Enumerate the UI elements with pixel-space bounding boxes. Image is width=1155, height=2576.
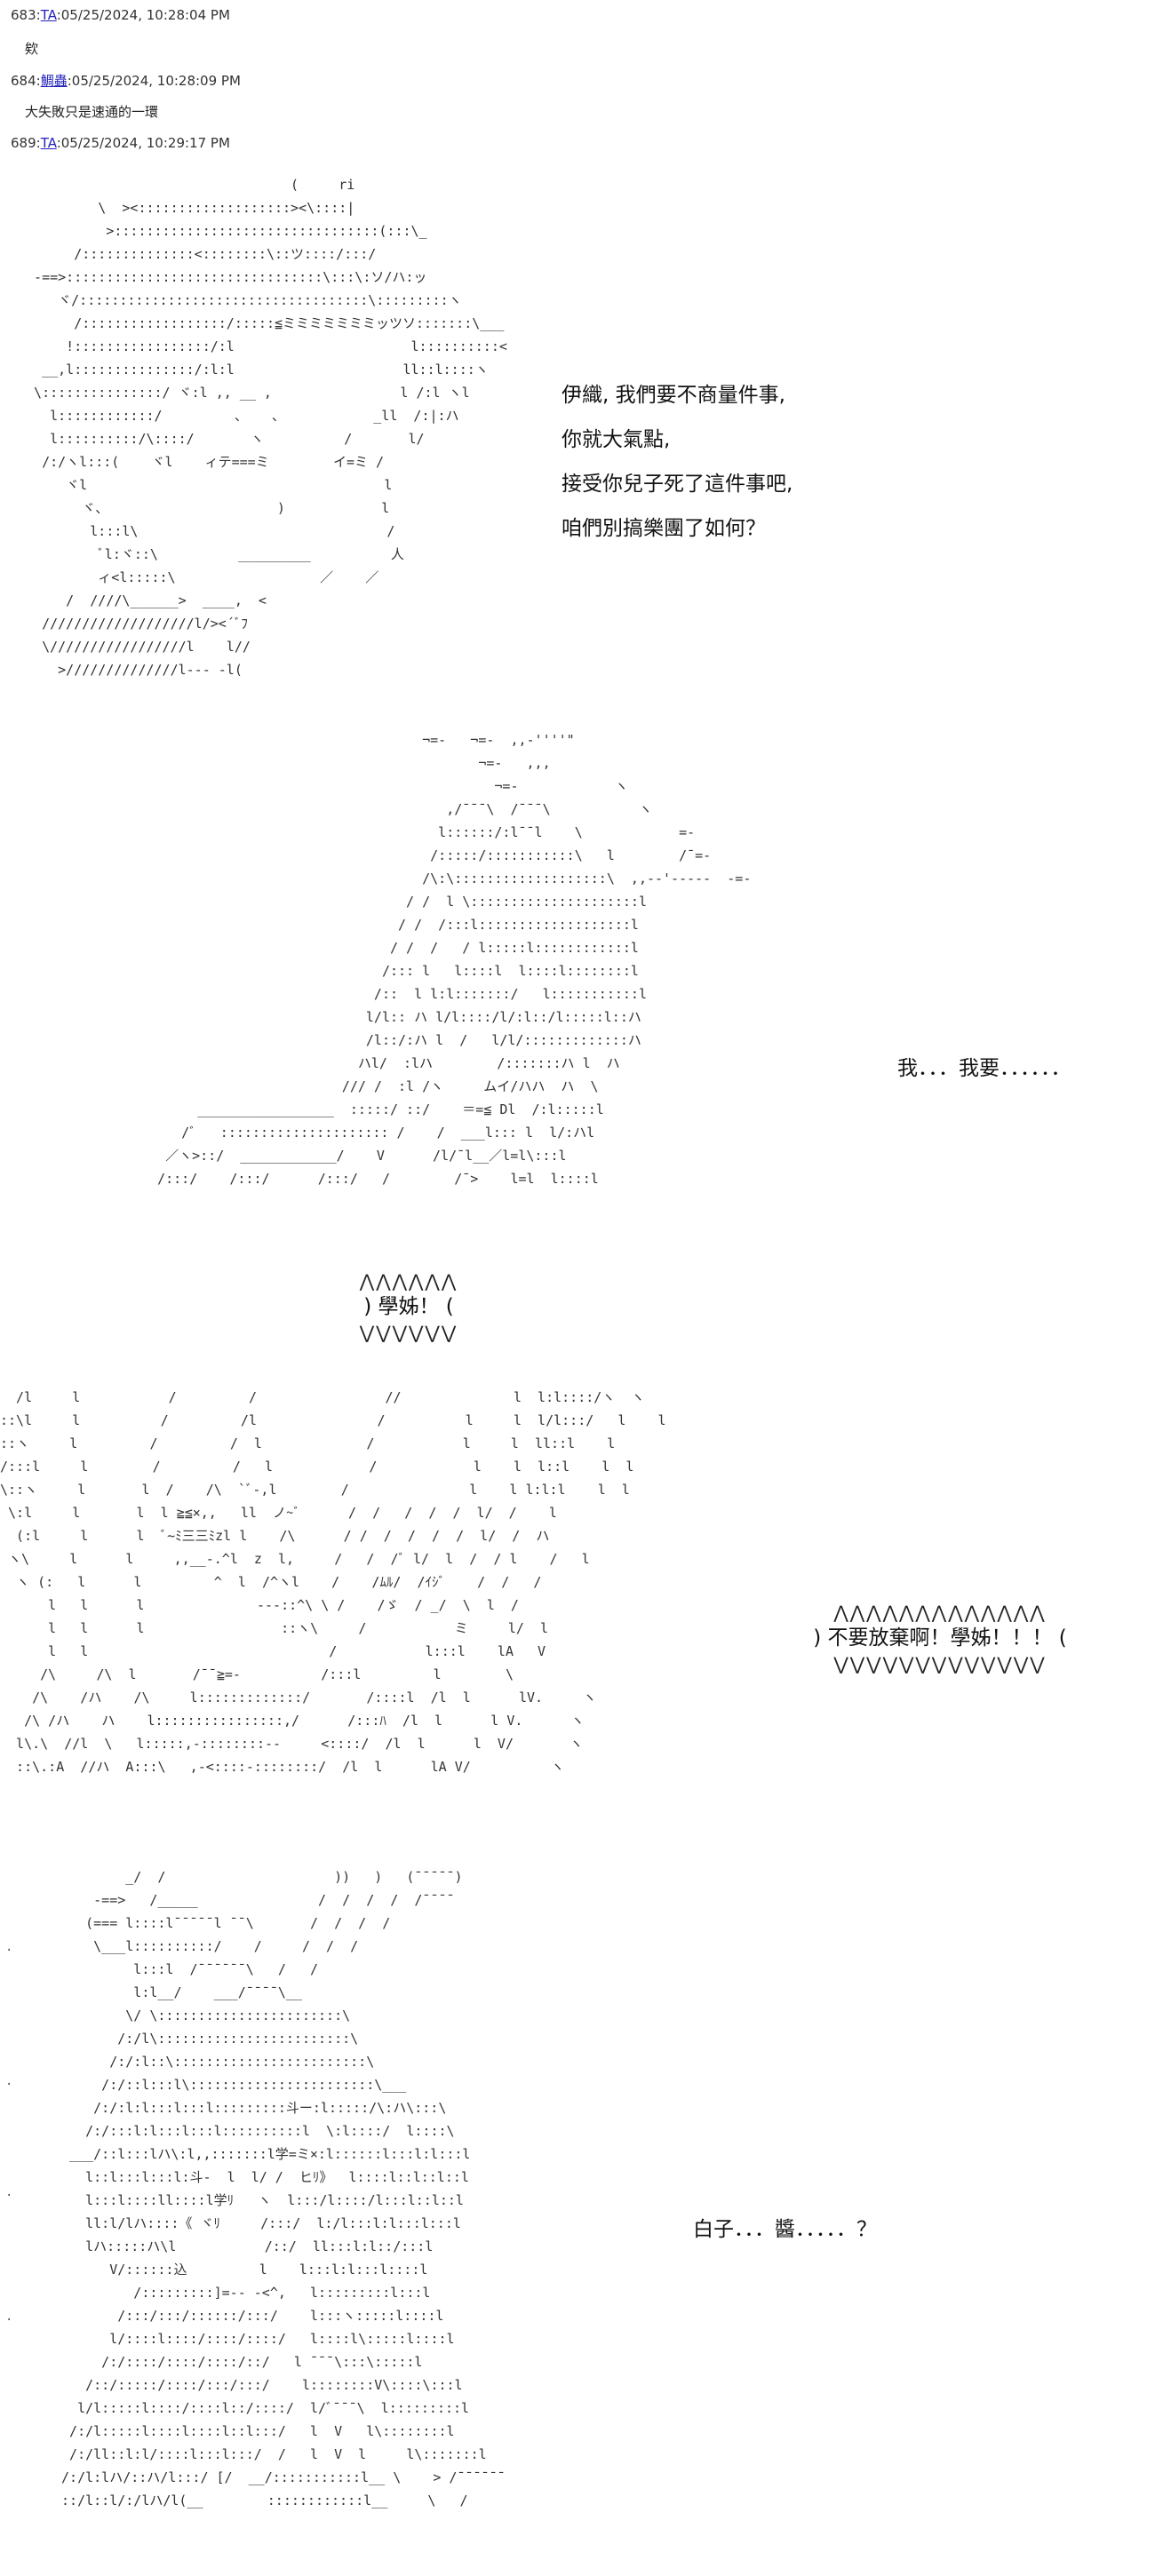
shout-bubble-large: ⋀⋀⋀⋀⋀⋀⋀⋀⋀⋀⋀⋀⋀ ) 不要放棄啊！學姊！！！ ( ⋁⋁⋁⋁⋁⋁⋁⋁⋁⋁…	[798, 1603, 1082, 1673]
dialogue-panel1: 伊織, 我們要不商量件事, 你就大氣點, 接受你兒子死了這件事吧, 咱們別搞樂團…	[562, 373, 793, 551]
poster-name[interactable]: TA	[40, 7, 57, 23]
post-number: 689	[11, 135, 36, 151]
edge-mark: .	[5, 2310, 13, 2324]
shout-spikes-top: ⋀⋀⋀⋀⋀⋀	[359, 1270, 458, 1292]
post-date: 05/25/2024, 10:28:09 PM	[71, 73, 241, 89]
post-header-689: 689:TA:05/25/2024, 10:29:17 PM	[11, 135, 230, 151]
dialogue-line: 接受你兒子死了這件事吧,	[562, 473, 793, 496]
post-body-684: 大失敗只是速通的一環	[25, 104, 159, 120]
shout-text: 學姊！	[378, 1295, 440, 1318]
poster-name[interactable]: 鯛蟲	[40, 73, 68, 89]
shout-spikes-bottom: ⋁⋁⋁⋁⋁⋁⋁⋁⋁⋁⋁⋁⋁	[833, 1653, 1047, 1674]
post-header-684: 684:鯛蟲:05/25/2024, 10:28:09 PM	[11, 73, 241, 89]
post-date: 05/25/2024, 10:29:17 PM	[60, 135, 230, 151]
dialogue-line: 伊織, 我們要不商量件事,	[562, 384, 785, 407]
shout-bubble-small: ⋀⋀⋀⋀⋀⋀ ) 學姊！ ( ⋁⋁⋁⋁⋁⋁	[338, 1272, 480, 1341]
edge-mark: .	[5, 2074, 13, 2088]
dialogue-panel5: 白子．．．醬．．．．．？	[693, 2218, 877, 2241]
post-number: 683	[11, 7, 36, 23]
shout-text: 不要放棄啊！學姊！！！	[827, 1626, 1053, 1650]
edge-mark: .	[5, 2185, 13, 2199]
ascii-art-figure-head: ¬=- ¬=- ,,-''''" ¬=- ,,, ¬=- ヽ ,/¯¯¯\ /¯…	[157, 732, 752, 1187]
poster-name[interactable]: TA	[40, 135, 57, 151]
post-body-683: 欸	[25, 41, 39, 57]
edge-mark: .	[5, 1940, 13, 1954]
shout-spikes-bottom: ⋁⋁⋁⋁⋁⋁	[359, 1322, 458, 1343]
dialogue-line: 咱們別搞樂團了如何？	[562, 517, 766, 540]
post-number: 684	[11, 73, 36, 89]
shout-spikes-top: ⋀⋀⋀⋀⋀⋀⋀⋀⋀⋀⋀⋀⋀	[833, 1602, 1047, 1623]
ascii-art-figure-body: _/ / )) ) (¯¯¯¯¯) -==> /_____ / / / / /¯…	[61, 1869, 506, 2508]
post-date: 05/25/2024, 10:28:04 PM	[60, 7, 230, 23]
dialogue-panel2: 我．．．我要．．．．．．	[897, 1057, 1071, 1080]
post-header-683: 683:TA:05/25/2024, 10:28:04 PM	[11, 7, 230, 23]
ascii-art-closeup: /l l / / // l l:l::::/ヽ ヽ ::\l l / /l / …	[0, 1389, 666, 1775]
ascii-art-face: ( ri \ ><:::::::::::::::::::><\::::| >::…	[34, 177, 507, 678]
dialogue-line: 你就大氣點,	[562, 428, 671, 451]
